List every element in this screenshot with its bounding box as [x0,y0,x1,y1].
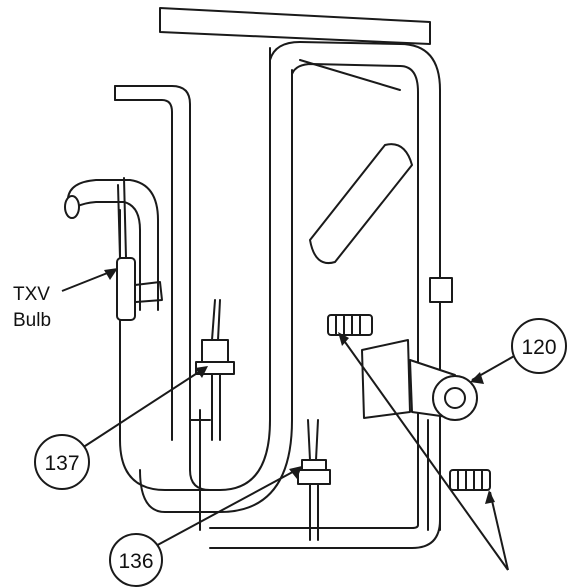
diagonal-pipe-upper [299,59,401,91]
valve-120-block [361,339,411,419]
arrowhead-137 [195,366,208,378]
txv-bulb-clamp [134,281,163,303]
txv-capillary [117,177,127,259]
txv-elbow-pipe [67,179,159,311]
left-lower-connector [189,409,211,531]
txv-label-line1: TXV [13,284,50,305]
leader-service-ports-a [339,334,509,571]
sensor-136-probe [309,483,319,541]
right-vertical-pipe-inner [209,65,419,529]
callout-136-text: 136 [118,550,153,573]
central-u-pipe-outer [119,47,271,491]
central-top-elbow-inner [291,63,401,75]
central-top-elbow [269,41,401,61]
callout-137-circle [34,434,90,490]
service-port-lower [449,469,491,491]
arrowhead-136 [289,466,302,479]
txv-bulb [116,257,136,321]
sensor-137-probe [211,373,221,441]
sensor-136-leads [307,419,319,461]
leader-service-ports-b [489,491,509,571]
right-lower-pipe [427,419,441,531]
callout-120-text: 120 [521,336,556,359]
central-u-pipe-inner [139,69,293,513]
leader-137 [81,367,206,449]
left-tall-pipe-inner [114,99,173,441]
service-port-upper-threads [335,314,361,336]
valve-120-fitting [429,277,453,303]
arrowhead-service-upper [338,332,349,346]
service-port-upper [327,314,373,336]
arrowhead-120 [470,372,484,384]
right-vertical-pipe-outer [209,43,441,549]
sensor-136-nut [297,469,331,485]
valve-120-port-inner [444,387,466,409]
top-header-pipe [159,7,431,45]
service-port-lower-threads [457,469,483,491]
leader-136 [151,467,301,549]
txv-pipe-end [64,195,80,219]
callout-137-text: 137 [44,452,79,475]
arrowhead-txv [104,268,118,280]
sensor-137-leads [211,299,221,341]
diagonal-pipe [309,143,413,264]
callout-136-circle [109,533,163,587]
callout-120-circle [511,318,567,374]
txv-label-line2: Bulb [13,310,52,331]
arrowhead-service-lower [485,490,495,504]
left-tall-pipe [114,85,211,491]
